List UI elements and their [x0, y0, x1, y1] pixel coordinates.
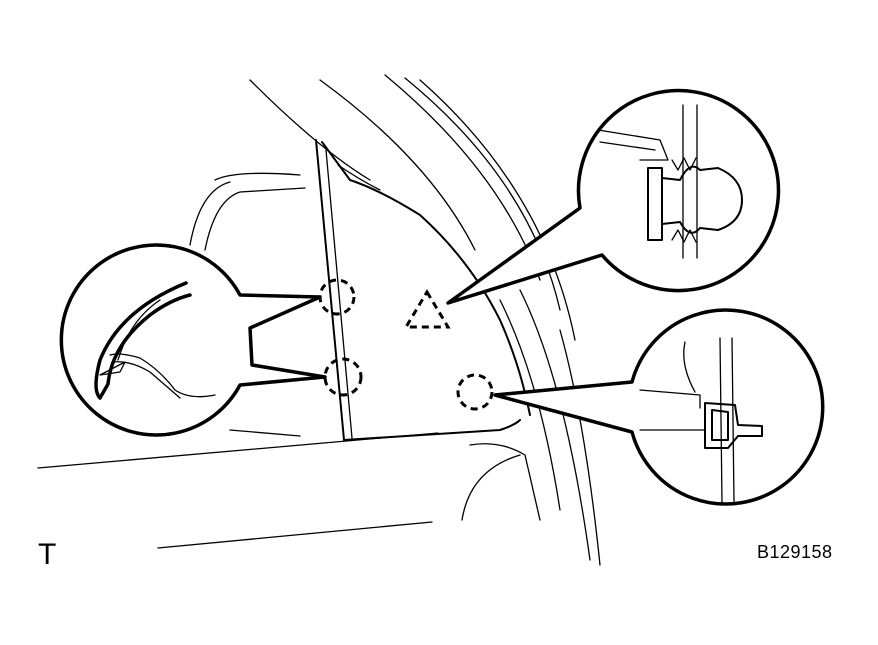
warning-triangle-marker — [403, 289, 451, 329]
clip-location-marker-upper-left — [318, 278, 356, 316]
pillar-garnish-panel — [315, 139, 531, 441]
clip-location-marker-right — [456, 373, 494, 411]
callout-push-clip — [446, 88, 781, 305]
callout-retainer-clip — [493, 308, 825, 506]
clip-location-marker-lower-left — [323, 357, 363, 397]
figure-id: B129158 — [757, 542, 833, 562]
callout-claw-clip — [59, 243, 327, 437]
view-label: T — [38, 538, 57, 571]
